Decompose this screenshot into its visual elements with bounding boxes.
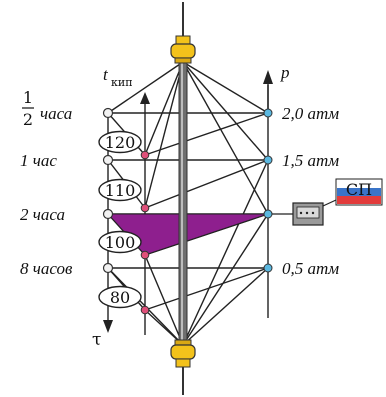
temperature-ellipse-110: 110 <box>98 178 142 202</box>
bottom-cap-icon <box>170 339 196 368</box>
temperature-axis-label: t кип <box>103 65 133 89</box>
temperature-value-80: 80 <box>110 288 130 307</box>
pressure-arrow <box>263 70 273 113</box>
temperature-ellipses: 120 110 100 80 <box>98 130 142 309</box>
time-labels: 1 2 часа 1 час 2 часа 8 часов τ <box>20 88 101 350</box>
half-hour-unit: часа <box>40 104 72 123</box>
time-label-8h: 8 часов <box>20 259 73 278</box>
time-node <box>102 107 114 119</box>
pressure-dot <box>263 108 273 118</box>
temperature-value-110: 110 <box>105 181 136 200</box>
temperature-dot <box>140 305 150 315</box>
time-nodes <box>102 107 114 274</box>
time-label-2h: 2 часа <box>20 205 65 224</box>
temperature-value-100: 100 <box>105 233 136 252</box>
temperature-dot <box>140 250 150 260</box>
temperature-ellipse-100: 100 <box>98 230 142 254</box>
temperature-value-120: 120 <box>105 133 136 152</box>
half-hour-denominator: 2 <box>23 110 33 129</box>
pressure-value-0-5: 0,5 атм <box>282 259 339 278</box>
temperature-ellipse-120: 120 <box>98 130 142 154</box>
time-label-1h: 1 час <box>20 151 57 170</box>
time-node <box>102 262 114 274</box>
time-node <box>102 208 114 220</box>
temperature-dot <box>140 203 150 213</box>
time-axis-label: τ <box>92 330 101 350</box>
pressure-dot <box>263 263 273 273</box>
temperature-ellipse-80: 80 <box>98 285 142 309</box>
temperature-label-sub: кип <box>111 76 133 89</box>
pressure-value-2-0: 2,0 атм <box>282 104 339 123</box>
pressure-dots <box>263 108 273 273</box>
pressure-axis-label: p <box>280 63 290 82</box>
temperature-dots <box>140 150 150 315</box>
pressure-gauge-icon <box>272 199 337 226</box>
sp-badge-text: СП <box>346 180 372 199</box>
pressure-dot <box>263 209 273 219</box>
pressure-labels: p 2,0 атм 1,5 атм 0,5 атм <box>280 63 339 278</box>
temperature-dot <box>140 150 150 160</box>
half-hour-numerator: 1 <box>23 88 33 107</box>
temperature-arrow <box>140 92 150 112</box>
time-node <box>102 154 114 166</box>
pressure-dot <box>263 155 273 165</box>
top-cap-icon <box>170 35 196 64</box>
sp-badge: СП <box>335 178 383 206</box>
pressure-value-1-5: 1,5 атм <box>282 151 339 170</box>
time-arrow <box>103 320 113 333</box>
temperature-label-main: t <box>103 65 109 84</box>
